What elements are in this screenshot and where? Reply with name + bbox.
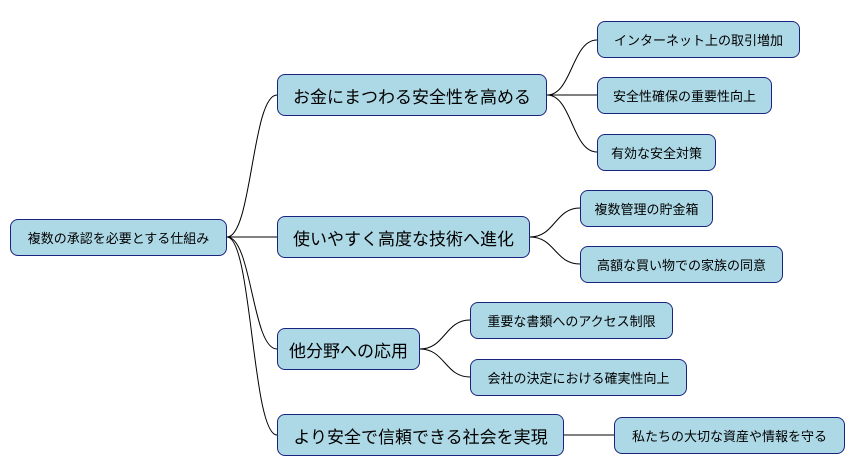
leaf-node-3-1: 重要な書類へのアクセス制限 [470, 302, 673, 339]
leaf-node-2-2: 高額な買い物での家族の同意 [580, 246, 783, 283]
leaf-node-3-1-label: 重要な書類へのアクセス制限 [487, 315, 656, 330]
root-node-label: 複数の承認を必要とする仕組み [27, 232, 210, 247]
branch-node-3-label: 他分野への応用 [289, 341, 408, 362]
edge-branch-1-to-leaf-3 [546, 94, 598, 153]
leaf-node-3-2-label: 会社の決定における確実性向上 [487, 372, 670, 387]
leaf-node-3-2: 会社の決定における確実性向上 [470, 359, 687, 396]
edge-root-to-branch-3 [226, 236, 278, 350]
branch-node-2-label: 使いやすく高度な技術へ進化 [293, 229, 514, 250]
leaf-node-1-2: 安全性確保の重要性向上 [597, 77, 772, 114]
edge-root-to-branch-4 [226, 236, 278, 436]
edge-branch-2-to-leaf-1 [529, 207, 581, 238]
branch-node-2: 使いやすく高度な技術へ進化 [277, 216, 530, 258]
edge-root-to-branch-1 [226, 94, 278, 238]
branch-node-1-label: お金にまつわる安全性を高める [293, 87, 531, 108]
leaf-node-2-1: 複数管理の貯金箱 [580, 190, 713, 227]
root-node: 複数の承認を必要とする仕組み [10, 219, 227, 256]
branch-node-4: より安全で信頼できる社会を実現 [277, 414, 564, 456]
leaf-node-1-1: インターネット上の取引増加 [597, 21, 800, 58]
branch-node-4-label: より安全で信頼できる社会を実現 [293, 427, 548, 448]
leaf-node-1-3: 有効な安全対策 [597, 134, 716, 171]
leaf-node-2-1-label: 複数管理の貯金箱 [594, 203, 699, 218]
leaf-node-2-2-label: 高額な買い物での家族の同意 [596, 259, 766, 274]
edge-branch-1-to-leaf-1 [546, 39, 598, 96]
branch-node-3: 他分野への応用 [277, 328, 420, 370]
leaf-node-1-2-label: 安全性確保の重要性向上 [612, 90, 756, 105]
leaf-node-4-1: 私たちの大切な資産や情報を守る [614, 417, 845, 454]
edge-branch-3-to-leaf-2 [419, 348, 471, 378]
leaf-node-1-3-label: 有効な安全対策 [610, 147, 702, 162]
edge-branch-3-to-leaf-1 [419, 319, 471, 350]
leaf-node-1-1-label: インターネット上の取引増加 [613, 34, 783, 49]
leaf-node-4-1-label: 私たちの大切な資産や情報を守る [631, 430, 827, 445]
branch-node-1: お金にまつわる安全性を高める [277, 74, 547, 116]
edge-branch-2-to-leaf-2 [529, 236, 581, 265]
